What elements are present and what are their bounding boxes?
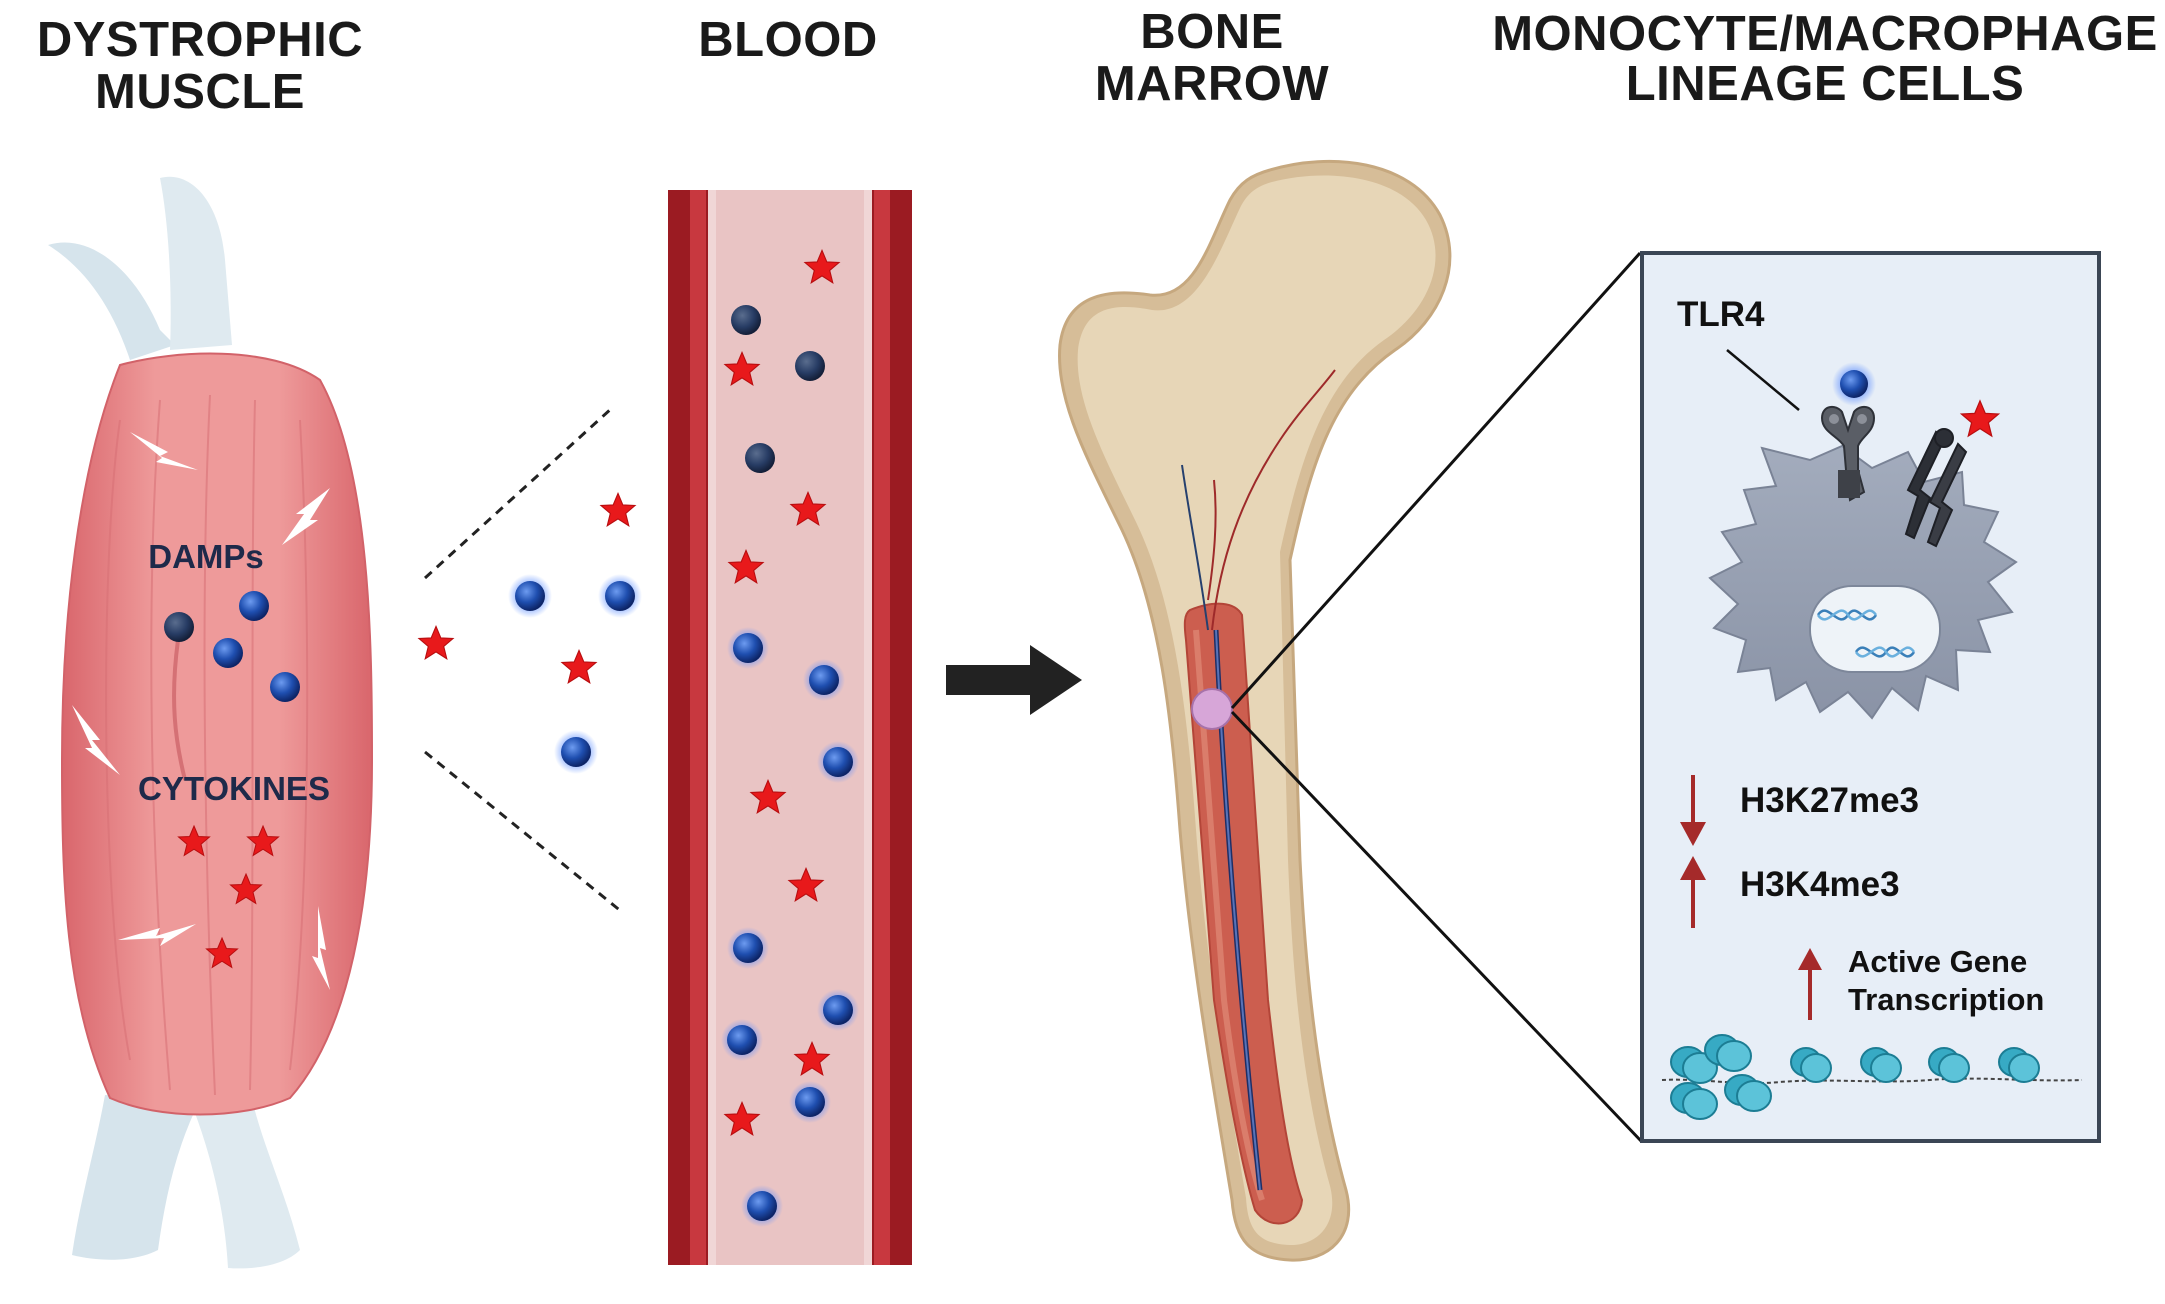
marrow-focus-circle: [1191, 688, 1233, 730]
header-cells-line1: MONOCYTE/MACROPHAGE: [1492, 7, 2158, 61]
muscle-damp-group: [164, 591, 300, 702]
damage-bolt-icon: [312, 906, 330, 990]
damp-blue-sphere-icon: [823, 995, 853, 1025]
damp-blue-sphere-icon: [745, 443, 775, 473]
tendon-bottom: [72, 1090, 300, 1269]
header-muscle-line2: MUSCLE: [95, 65, 305, 119]
label-h3k4me3: H3K4me3: [1740, 865, 1900, 904]
damp-blue-sphere-icon: [731, 305, 761, 335]
label-h3k27me3: H3K27me3: [1740, 781, 1919, 820]
damp-blue-sphere-icon: [733, 933, 763, 963]
blood-damps: [721, 305, 859, 1227]
damp-blue-sphere-icon: [515, 581, 545, 611]
header-marrow-line2: MARROW: [1095, 57, 1330, 111]
damp-blue-sphere-icon: [795, 1087, 825, 1117]
damp-blue-sphere-icon: [795, 351, 825, 381]
muscle-fibers: [105, 394, 309, 1096]
nucleosome-icon: [1928, 1047, 1970, 1083]
damp-blue-sphere-icon: [727, 1025, 757, 1055]
marrow-cavity: [1183, 602, 1304, 1225]
damage-bolt-icon: [72, 705, 120, 775]
header-dystrophic-muscle: DYSTROPHIC MUSCLE: [37, 13, 363, 119]
damp-blue-sphere-icon: [213, 638, 243, 668]
dna-icon: [1816, 609, 1916, 658]
label-cytokines: CYTOKINES: [138, 770, 330, 807]
cytokine-receptor-icon: [1904, 428, 1968, 548]
damp-blue-sphere-icon: [239, 591, 269, 621]
nucleosome-icon: [1790, 1047, 1832, 1083]
damage-bolts: [72, 432, 330, 990]
damp-blue-sphere-icon: [823, 747, 853, 777]
header-bone-marrow: BONE MARROW: [1095, 5, 1330, 111]
release-zone: [418, 406, 642, 914]
header-blood: BLOOD: [698, 13, 877, 67]
damp-blue-sphere-icon: [270, 672, 300, 702]
cell-nucleus: [1809, 585, 1941, 673]
right-arrow-icon: [946, 645, 1082, 715]
nucleosome-icon: [1998, 1047, 2040, 1083]
muscle-belly: [60, 352, 374, 1116]
tlr4-receptor-icon: [1820, 405, 1876, 502]
cytokine-red-star-icon: [600, 492, 636, 527]
cytokine-red-star-icon: [561, 649, 597, 684]
tlr4-pointer: [1726, 349, 1800, 411]
damp-blue-sphere-icon: [164, 612, 194, 642]
cell-detail-panel: TLR4 H3K2: [1640, 251, 2101, 1143]
label-tlr4: TLR4: [1677, 295, 1765, 334]
damp-blue-sphere-icon: [747, 1191, 777, 1221]
label-damps: DAMPs: [148, 538, 264, 575]
damp-blue-sphere-icon: [1840, 370, 1868, 398]
header-muscle-line1: DYSTROPHIC: [37, 13, 363, 67]
damp-blue-sphere-icon: [733, 633, 763, 663]
label-transcription: Transcription: [1848, 982, 2044, 1017]
femur-bone: [1057, 159, 1452, 1262]
damp-blue-sphere-icon: [561, 737, 591, 767]
h3k27me3-decrease: H3K27me3: [1680, 775, 1919, 846]
label-active-gene: Active Gene: [1848, 944, 2027, 979]
nucleosome-icon: [1724, 1074, 1772, 1112]
dystrophic-muscle-illustration: DAMPs CYTOKINES: [48, 176, 374, 1269]
damage-bolt-icon: [130, 432, 198, 470]
header-marrow-line1: BONE: [1140, 5, 1284, 59]
damp-blue-sphere-icon: [809, 665, 839, 695]
tendon-top: [48, 176, 232, 360]
damage-bolt-icon: [282, 488, 330, 545]
h3k4me3-increase: H3K4me3: [1680, 856, 1900, 928]
damp-blue-sphere-icon: [605, 581, 635, 611]
nucleosome-icon: [1704, 1034, 1752, 1072]
nucleosome-icon: [1860, 1047, 1902, 1083]
header-monocyte-macrophage: MONOCYTE/MACROPHAGE LINEAGE CELLS: [1492, 7, 2158, 111]
cytokine-red-star-icon: [418, 625, 454, 660]
header-cells-line2: LINEAGE CELLS: [1626, 57, 2025, 111]
chromatin-strand: [1661, 1034, 2083, 1120]
active-transcription: Active Gene Transcription: [1798, 944, 2044, 1020]
blood-vessel: [668, 190, 912, 1265]
zoom-lines: [1230, 251, 1644, 1144]
nucleosome-icon: [1670, 1082, 1718, 1120]
